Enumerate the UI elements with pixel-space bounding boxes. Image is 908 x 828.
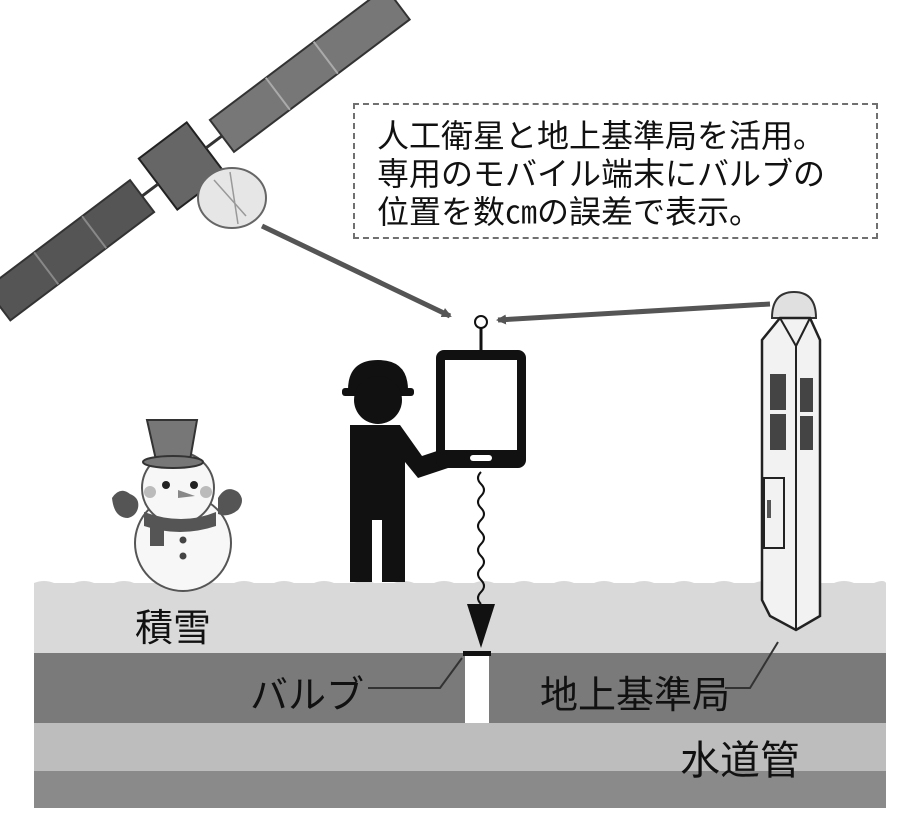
snow-label: 積雪 [135, 606, 212, 650]
signal-wave-to-valve [477, 471, 485, 605]
pipe-layer [34, 723, 886, 771]
callout-line-2: 専用のモバイル端末にバルブの [377, 155, 826, 193]
soil-layer [34, 653, 886, 723]
reference-station-label: 地上基準局 [540, 673, 731, 717]
satellite-signal-arrow [260, 223, 452, 319]
callout-line-1: 人工衛星と地上基準局を活用。 [377, 117, 826, 155]
valve-label: バルブ [250, 673, 365, 717]
valve-shaft [465, 653, 489, 723]
station-signal-arrow [496, 301, 771, 325]
deep-soil-layer [34, 771, 886, 808]
info-callout-box: 人工衛星と地上基準局を活用。 専用のモバイル端末にバルブの 位置を数㎝の誤差で表… [353, 103, 878, 239]
snow-layer [34, 583, 886, 653]
reference-station-icon [760, 290, 822, 632]
tablet-device-icon [436, 315, 526, 468]
snow-surface-edge [34, 581, 886, 585]
valve-cap [463, 651, 491, 656]
station-leader-line [725, 641, 779, 689]
water-pipe-label: 水道管 [680, 738, 800, 784]
satellite-icon [0, 0, 412, 322]
valve-leader-line [368, 657, 463, 689]
worker-icon [342, 360, 448, 582]
callout-line-3: 位置を数㎝の誤差で表示。 [377, 193, 762, 231]
valve-pointer-arrowhead [467, 604, 495, 648]
snowman-icon [112, 419, 242, 592]
